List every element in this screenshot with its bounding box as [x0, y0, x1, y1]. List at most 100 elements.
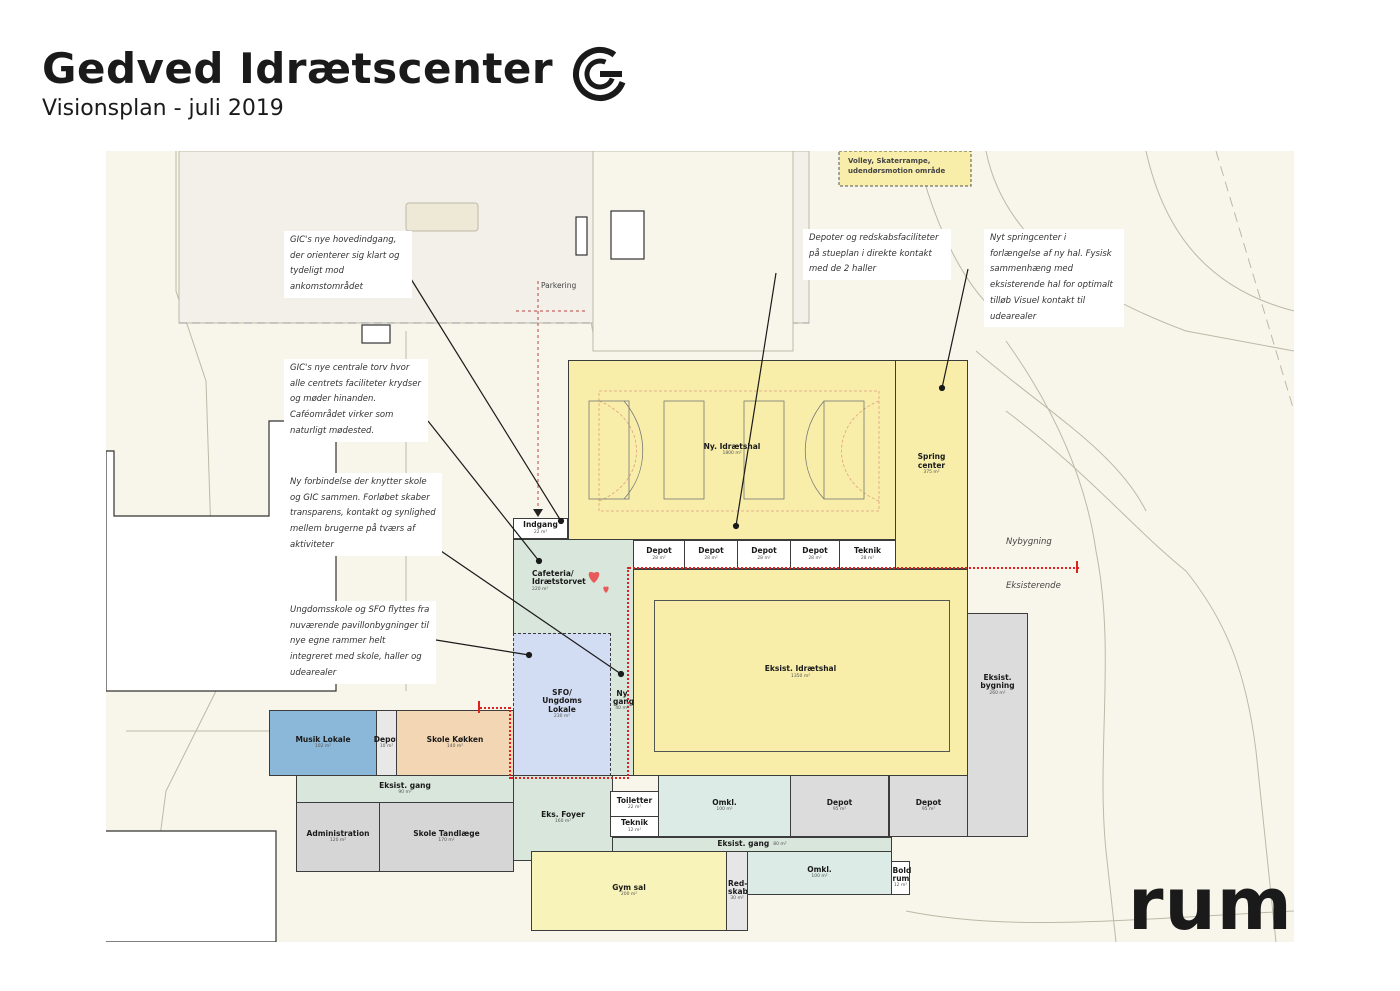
room-spring-center: Spring center 375 m² [895, 360, 968, 569]
room-area: 102 m² [314, 744, 332, 750]
newbuild-boundary-top [629, 567, 1079, 569]
room-gym-sal: Gym sal 200 m² [531, 851, 727, 931]
room-name: Omkl. [712, 797, 737, 807]
room-eks-foyer: Eks. Foyer 160 m² [513, 775, 613, 861]
newbuild-boundary-sfo [509, 707, 511, 779]
room-skole-tandlaege: Skole Tandlæge 170 m² [379, 802, 514, 872]
room-name: Eksist. bygning [980, 673, 1015, 691]
room-ny-idraetshal: Ny. Idrætshal 1800 m² [568, 360, 896, 540]
newbuild-boundary-bottom [511, 777, 629, 779]
room-skole-koekken: Skole Køkken 140 m² [396, 710, 514, 776]
room-depot-5: Depot 95 m² [790, 775, 889, 837]
room-eksist-gang-1: Eksist. gang 90 m² [296, 775, 514, 803]
room-name: Musik Lokale [295, 734, 351, 744]
room-musik: Musik Lokale 102 m² [269, 710, 377, 776]
page-subtitle: Visionsplan - juli 2019 [42, 96, 284, 121]
room-name: Depot [373, 734, 400, 744]
room-name: Depot [802, 546, 828, 556]
room-area: 30 m² [730, 896, 744, 902]
room-area: 100 m² [811, 874, 828, 880]
room-area: 230 m² [553, 713, 571, 719]
room-name: Administration [306, 828, 370, 838]
room-name: Eksist. Idrætshal [764, 664, 837, 674]
room-redskab: Red- skab 30 m² [726, 851, 748, 931]
room-area: 12 m² [893, 883, 908, 889]
gic-logo-icon [573, 47, 627, 101]
room-name: Spring center [917, 452, 946, 470]
room-depot-4: Depot 28 m² [790, 540, 840, 569]
room-area: 28 m² [860, 555, 875, 561]
room-area: 22 m² [533, 529, 548, 535]
note-springcenter: Nyt springcenter i forlængelse af ny hal… [984, 229, 1124, 328]
room-name: Depot [751, 546, 777, 556]
boundary-end-marker [1076, 561, 1078, 573]
room-administration: Administration 120 m² [296, 802, 380, 872]
eksisterende-label: Eksisterende [1006, 581, 1061, 591]
room-area: 140 m² [446, 744, 464, 750]
room-name: Indgang [523, 520, 558, 530]
room-name: Teknik [620, 818, 649, 828]
note-centrale-torv: GIC's nye centrale torv hvor alle centre… [284, 359, 428, 442]
note-hovedindgang: GIC's nye hovedindgang, der orienterer s… [284, 231, 412, 298]
room-area: 95 m² [832, 807, 847, 813]
room-name: Depot [698, 546, 724, 556]
room-name: Teknik [853, 546, 882, 556]
note-ungdomsskole: Ungdomsskole og SFO flyttes fra nuværend… [284, 601, 436, 684]
room-teknik-1: Teknik 28 m² [839, 540, 896, 569]
room-area: 28 m² [652, 555, 666, 561]
room-area: 95 m² [921, 807, 936, 813]
room-area: 160 m² [554, 819, 572, 825]
room-area: 200 m² [620, 892, 638, 898]
room-area: 12 m² [627, 827, 642, 833]
room-area: 1800 m² [722, 451, 742, 457]
volley-area-label: Volley, Skaterrampe, udendørsmotion områ… [848, 157, 946, 175]
room-name: Toiletter [616, 795, 653, 805]
room-name: Bold rum [892, 865, 912, 884]
room-name: Depot [826, 797, 853, 807]
heart-icon [588, 571, 609, 593]
room-name: Cafeteria/ Idrætstorvet [532, 569, 586, 587]
room-omkl-1: Omkl. 100 m² [658, 775, 791, 837]
rum-brand-logo: rum [1128, 862, 1293, 946]
room-name: Ny. Idrætshal [703, 441, 761, 451]
nybygning-label: Nybygning [1006, 537, 1052, 547]
room-area: 40 m² [615, 706, 629, 712]
room-teknik-2: Teknik 12 m² [610, 816, 659, 837]
room-depot-3: Depot 28 m² [737, 540, 791, 569]
note-ny-forbindelse: Ny forbindelse der knytter skole og GIC … [284, 473, 442, 556]
room-sfo: SFO/ Ungdoms Lokale 230 m² [513, 633, 611, 776]
room-name: Omkl. [807, 864, 832, 874]
room-ny-gang: Ny gang 40 m² [610, 681, 634, 721]
boundary-end-marker-west [478, 701, 480, 713]
room-name: SFO/ Ungdoms Lokale [542, 688, 582, 714]
newbuild-boundary-west [480, 707, 510, 709]
newbuild-boundary-left [627, 567, 629, 779]
room-area: 10 m² [379, 744, 394, 750]
room-depot-small: Depot 10 m² [373, 710, 400, 776]
room-toiletter: Toiletter 22 m² [610, 791, 659, 817]
room-name: Eksist. gang [379, 780, 431, 790]
room-name: Depot [915, 797, 942, 807]
room-name: Eksist. gang [717, 839, 770, 849]
room-area: 220 m² [532, 586, 549, 592]
room-area: 28 m² [704, 555, 718, 561]
room-name: Skole Køkken [426, 734, 484, 744]
room-name: Depot [646, 546, 672, 556]
site-plan: Volley, Skaterrampe, udendørsmotion områ… [106, 151, 1294, 942]
room-area: 170 m² [438, 838, 455, 844]
room-eksist-gang-2: Eksist. gang 80 m² [612, 837, 892, 852]
room-eksist-idraetshal: Eksist. Idrætshal 1350 m² [633, 569, 968, 776]
room-name: Ny gang [613, 688, 635, 707]
room-name: Skole Tandlæge [413, 828, 480, 838]
room-area: 100 m² [716, 807, 733, 813]
room-area: 1350 m² [790, 673, 811, 679]
room-eksist-bygning: Eksist. bygning 260 m² [967, 613, 1028, 837]
room-area: 260 m² [989, 690, 1006, 696]
room-depot-2: Depot 28 m² [684, 540, 738, 569]
room-depot-6: Depot 95 m² [889, 775, 968, 837]
room-boldrum: Bold rum 12 m² [891, 861, 912, 895]
room-depot-1: Depot 28 m² [633, 540, 685, 569]
court-outline [654, 600, 950, 752]
room-area: 28 m² [757, 555, 771, 561]
room-area: 120 m² [329, 838, 347, 844]
